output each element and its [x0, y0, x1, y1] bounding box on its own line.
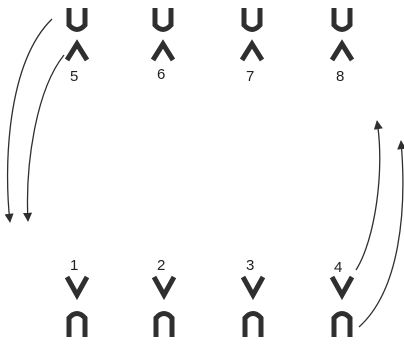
- caret-down-icon: [154, 277, 174, 295]
- caret-up-icon: [242, 44, 262, 60]
- bottom-unit-4: 4: [332, 259, 352, 337]
- label-4: 4: [334, 259, 342, 276]
- u-shape-icon: [155, 8, 171, 30]
- label-8: 8: [336, 68, 344, 85]
- bottom-unit-3: 3: [243, 257, 263, 337]
- n-shape-icon: [156, 314, 172, 338]
- arrow-right-outer: [359, 141, 403, 327]
- label-3: 3: [246, 257, 254, 274]
- caret-down-icon: [332, 277, 352, 295]
- bottom-unit-1: 1: [67, 257, 87, 337]
- bottom-unit-2: 2: [154, 257, 174, 337]
- n-shape-icon: [245, 314, 261, 338]
- label-2: 2: [157, 257, 165, 274]
- top-unit-8: 8: [332, 8, 352, 85]
- top-unit-7: 7: [242, 8, 262, 85]
- top-unit-5: 5: [67, 8, 87, 85]
- caret-down-icon: [243, 277, 263, 295]
- arrow-left-inner: [28, 55, 64, 221]
- caret-down-icon: [67, 277, 87, 295]
- n-shape-icon: [334, 314, 350, 338]
- arrow-left-outer: [8, 19, 52, 222]
- label-7: 7: [246, 68, 254, 85]
- u-shape-icon: [69, 8, 85, 30]
- n-shape-icon: [69, 314, 85, 338]
- u-shape-icon: [334, 8, 350, 30]
- label-5: 5: [70, 68, 78, 85]
- caret-up-icon: [67, 44, 87, 60]
- arrow-right-inner: [356, 121, 380, 270]
- label-6: 6: [157, 66, 165, 83]
- caret-up-icon: [153, 44, 173, 60]
- label-1: 1: [70, 257, 78, 274]
- top-unit-6: 6: [153, 8, 173, 83]
- caret-up-icon: [332, 44, 352, 60]
- u-shape-icon: [244, 8, 260, 30]
